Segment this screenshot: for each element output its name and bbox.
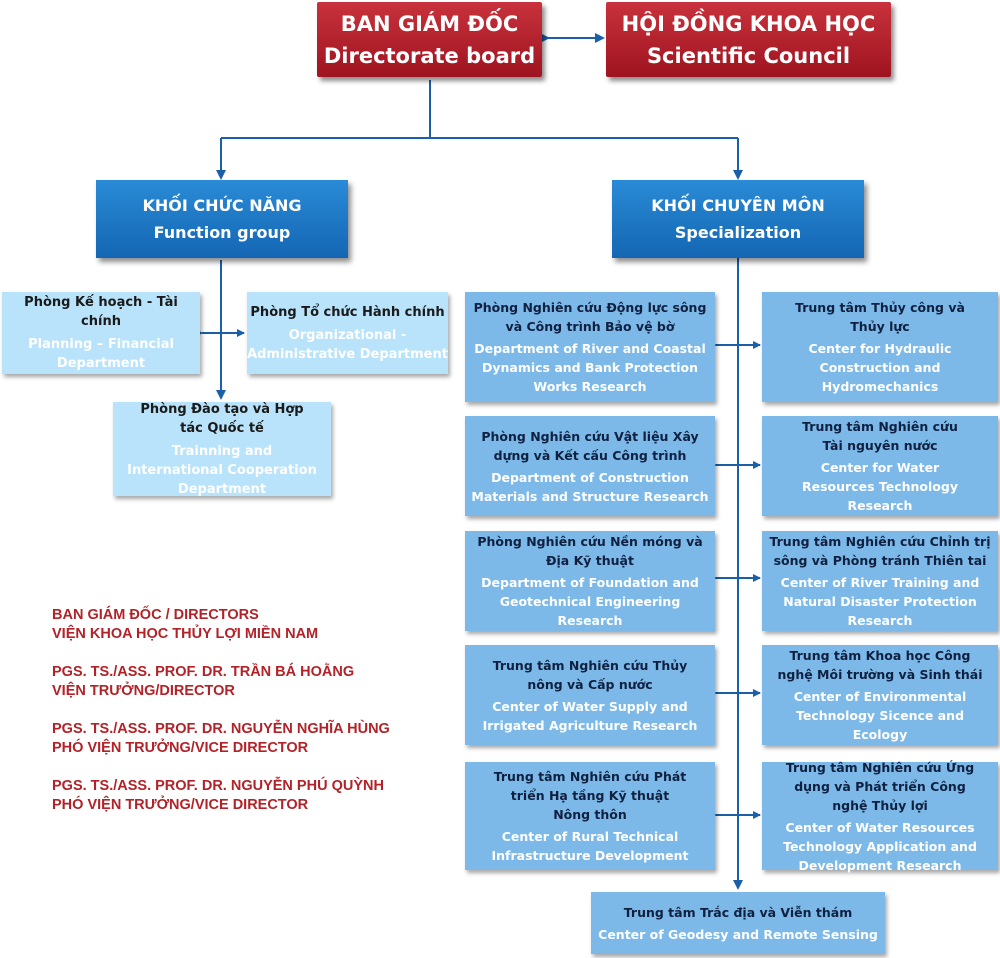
dept-name-en: Center of Geodesy and Remote Sensing bbox=[598, 926, 878, 942]
specialization-group-vn: KHỐI CHUYÊN MÔN bbox=[651, 196, 825, 215]
dept-name-vn: Trung tâm Khoa học Công nghệ Môi trường … bbox=[777, 648, 983, 682]
director-entry: PGS. TS./ASS. PROF. DR. TRẦN BÁ HOẰNG VI… bbox=[52, 663, 452, 701]
spec-right-hydraulic: Trung tâm Thủy công và Thủy lực Center f… bbox=[762, 292, 998, 402]
director-entry: PGS. TS./ASS. PROF. DR. NGUYỄN NGHĨA HÙN… bbox=[52, 720, 452, 758]
directorate-board-vn: BAN GIÁM ĐỐC bbox=[340, 11, 519, 36]
dept-name-en: Center of Water Supply and Irrigated Agr… bbox=[482, 698, 698, 733]
dept-name-vn: Trung tâm Nghiên cứu Thủy nông và Cấp nư… bbox=[492, 657, 688, 692]
director-title: VIỆN TRƯỞNG/DIRECTOR bbox=[52, 683, 235, 699]
directors-line: VIỆN KHOA HỌC THỦY LỢI MIỀN NAM bbox=[52, 626, 319, 642]
director-name: PGS. TS./ASS. PROF. DR. NGUYỄN PHÚ QUỲNH bbox=[52, 778, 384, 794]
director-name: PGS. TS./ASS. PROF. DR. TRẦN BÁ HOẰNG bbox=[52, 664, 355, 680]
dept-name-en: Center for Hydraulic Construction and Hy… bbox=[808, 341, 952, 394]
dept-name-en: Department of River and Coastal Dynamics… bbox=[474, 341, 706, 394]
dept-name-vn: Trung tâm Nghiên cứu Ứng dụng và Phát tr… bbox=[785, 759, 975, 813]
directors-list: BAN GIÁM ĐỐC / DIRECTORS VIỆN KHOA HỌC T… bbox=[52, 606, 452, 834]
spec-right-environmental: Trung tâm Khoa học Công nghệ Môi trường … bbox=[762, 645, 998, 745]
director-title: PHÓ VIỆN TRƯỞNG/VICE DIRECTOR bbox=[52, 740, 309, 756]
directorate-board-en: Directorate board bbox=[323, 43, 536, 68]
dept-name-vn: Trung tâm Nghiên cứu Tài nguyên nước bbox=[802, 419, 958, 453]
spec-left-rural-infrastructure: Trung tâm Nghiên cứu Phát triển Hạ tầng … bbox=[465, 762, 715, 870]
function-group-box: KHỐI CHỨC NĂNG Function group bbox=[96, 180, 348, 258]
dept-name-vn: Phòng Nghiên cứu Vật liệu Xây dựng và Kế… bbox=[481, 428, 699, 463]
scientific-council-box: HỘI ĐỒNG KHOA HỌC Scientific Council bbox=[606, 2, 891, 77]
dept-name-vn: Phòng Đào tạo và Hợp tác Quốc tế bbox=[140, 401, 304, 436]
specialization-group-en: Specialization bbox=[674, 223, 802, 242]
spec-left-river-dynamics: Phòng Nghiên cứu Động lực sông và Công t… bbox=[465, 292, 715, 402]
director-name: PGS. TS./ASS. PROF. DR. NGUYỄN NGHĨA HÙN… bbox=[52, 721, 390, 737]
dept-name-vn: Trung tâm Nghiên cứu Phát triển Hạ tầng … bbox=[493, 769, 687, 822]
dept-name-vn: Phòng Tổ chức Hành chính bbox=[250, 304, 445, 320]
dept-name-en: Center of River Training and Natural Dis… bbox=[780, 575, 980, 628]
scientific-council-en: Scientific Council bbox=[646, 43, 851, 68]
dept-name-en: Center of Rural Technical Infrastructure… bbox=[491, 829, 689, 863]
dept-name-vn: Phòng Nghiên cứu Động lực sông và Công t… bbox=[473, 300, 707, 334]
spec-right-river-training: Trung tâm Nghiên cứu Chỉnh trị sông và P… bbox=[762, 531, 998, 631]
spec-right-technology-application: Trung tâm Nghiên cứu Ứng dụng và Phát tr… bbox=[762, 760, 998, 873]
function-group-vn: KHỐI CHỨC NĂNG bbox=[142, 196, 302, 215]
dept-name-en: Center of Water Resources Technology App… bbox=[783, 819, 977, 873]
specialization-group-box: KHỐI CHUYÊN MÔN Specialization bbox=[612, 180, 864, 258]
dept-name-vn: Phòng Kế hoạch - Tài chính bbox=[24, 295, 178, 329]
scientific-council-vn: HỘI ĐỒNG KHOA HỌC bbox=[621, 11, 876, 36]
spec-geodesy: Trung tâm Trắc địa và Viễn thám Center o… bbox=[591, 892, 885, 954]
dept-name-vn: Trung tâm Nghiên cứu Chỉnh trị sông và P… bbox=[769, 534, 991, 568]
function-dept-planning: Phòng Kế hoạch - Tài chính Planning – Fi… bbox=[2, 292, 200, 374]
directorate-board-box: BAN GIÁM ĐỐC Directorate board bbox=[317, 2, 542, 77]
spec-left-foundation: Phòng Nghiên cứu Nền móng và Địa Kỹ thuậ… bbox=[465, 531, 715, 631]
dept-name-en: Center for Water Resources Technology Re… bbox=[802, 460, 958, 513]
directors-line: BAN GIÁM ĐỐC / DIRECTORS bbox=[52, 607, 259, 623]
dept-name-en: Planning – Financial Department bbox=[28, 337, 174, 371]
function-dept-training: Phòng Đào tạo và Hợp tác Quốc tế Trainni… bbox=[113, 401, 331, 497]
dept-name-en: Organizational - Administrative Departme… bbox=[247, 327, 448, 362]
spec-right-water-resources: Trung tâm Nghiên cứu Tài nguyên nước Cen… bbox=[762, 416, 998, 516]
director-entry: PGS. TS./ASS. PROF. DR. NGUYỄN PHÚ QUỲNH… bbox=[52, 777, 452, 815]
directors-header: BAN GIÁM ĐỐC / DIRECTORS VIỆN KHOA HỌC T… bbox=[52, 606, 452, 644]
spec-left-water-supply: Trung tâm Nghiên cứu Thủy nông và Cấp nư… bbox=[465, 645, 715, 745]
dept-name-en: Trainning and International Cooperation … bbox=[127, 443, 317, 497]
dept-name-en: Center of Environmental Technology Sicen… bbox=[793, 689, 967, 742]
dept-name-en: Department of Foundation and Geotechnica… bbox=[481, 575, 699, 628]
spec-left-construction-materials: Phòng Nghiên cứu Vật liệu Xây dựng và Kế… bbox=[465, 416, 715, 516]
function-group-en: Function group bbox=[153, 223, 291, 242]
dept-name-vn: Phòng Nghiên cứu Nền móng và Địa Kỹ thuậ… bbox=[477, 534, 703, 568]
function-dept-administrative: Phòng Tổ chức Hành chính Organizational … bbox=[247, 292, 448, 374]
director-title: PHÓ VIỆN TRƯỞNG/VICE DIRECTOR bbox=[52, 797, 309, 813]
dept-name-vn: Trung tâm Thủy công và Thủy lực bbox=[795, 300, 965, 334]
dept-name-en: Department of Construction Materials and… bbox=[471, 469, 709, 504]
dept-name-vn: Trung tâm Trắc địa và Viễn thám bbox=[623, 904, 853, 920]
